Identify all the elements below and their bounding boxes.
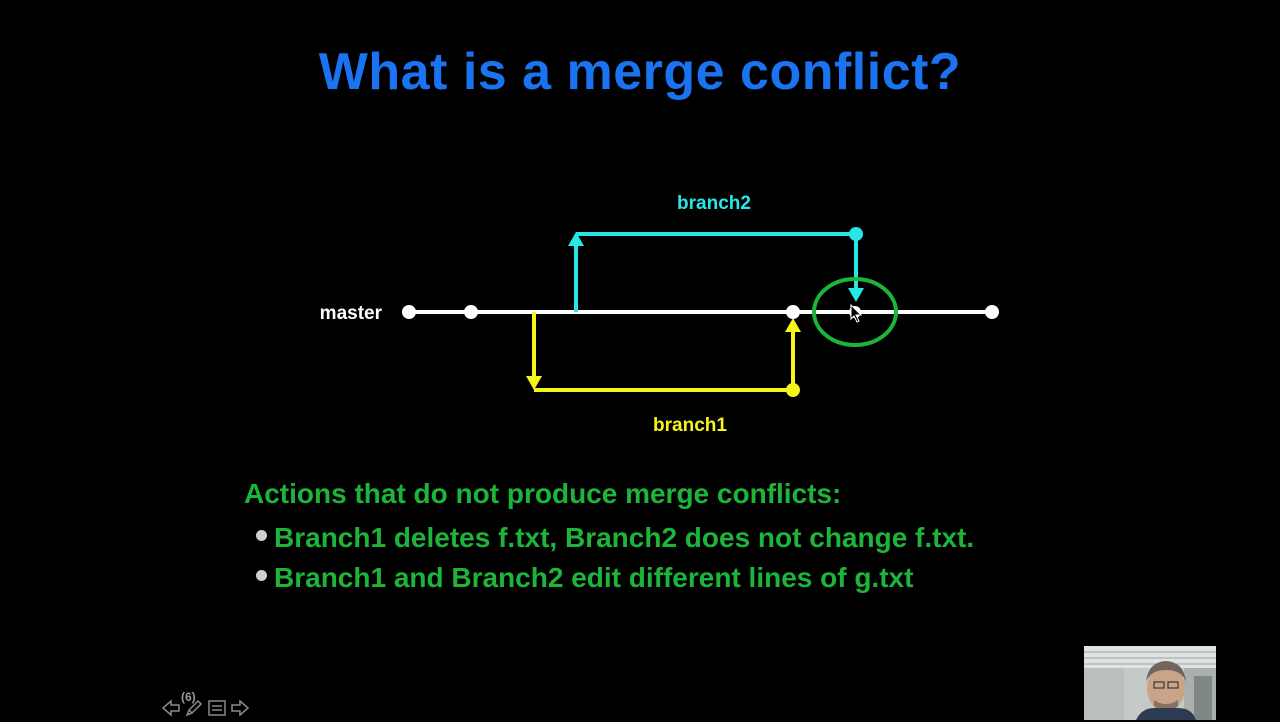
branch1-label: branch1 [653, 415, 727, 436]
branch2-label: branch2 [677, 193, 751, 214]
bullet-icon [256, 529, 267, 541]
bullet-text: Branch1 and Branch2 edit different lines… [274, 562, 914, 593]
branch1-down-arrowhead [526, 376, 542, 390]
master-label: master [320, 303, 383, 324]
menu-icon[interactable] [206, 697, 228, 719]
list-item: Branch1 and Branch2 edit different lines… [256, 558, 974, 598]
master-commit-3 [786, 305, 800, 319]
mouse-cursor-icon [850, 303, 863, 323]
branch2-down-arrowhead [848, 288, 864, 302]
prev-arrow-icon[interactable] [160, 697, 182, 719]
content-heading: Actions that do not produce merge confli… [244, 478, 842, 509]
master-commit-1 [402, 305, 416, 319]
slide-title: What is a merge conflict? [318, 43, 962, 101]
bullet-text: Branch1 deletes f.txt, Branch2 does not … [274, 522, 975, 553]
master-commit-5 [985, 305, 999, 319]
list-item: Branch1 deletes f.txt, Branch2 does not … [256, 518, 974, 558]
bullet-icon [256, 569, 267, 581]
branch2-commit [849, 227, 863, 241]
slide-controls [160, 694, 251, 722]
conflict-circle [812, 277, 898, 347]
branch1-up-arrowhead [785, 318, 801, 332]
master-commit-2 [464, 305, 478, 319]
bullet-list: Branch1 deletes f.txt, Branch2 does not … [256, 518, 974, 598]
page-number: (6) [181, 690, 196, 704]
pen-icon[interactable] [183, 697, 205, 719]
branch2-up-arrowhead [568, 232, 584, 246]
presenter-image [1084, 646, 1216, 720]
next-arrow-icon[interactable] [229, 697, 251, 719]
webcam-overlay [1084, 646, 1216, 720]
branch1-commit [786, 383, 800, 397]
